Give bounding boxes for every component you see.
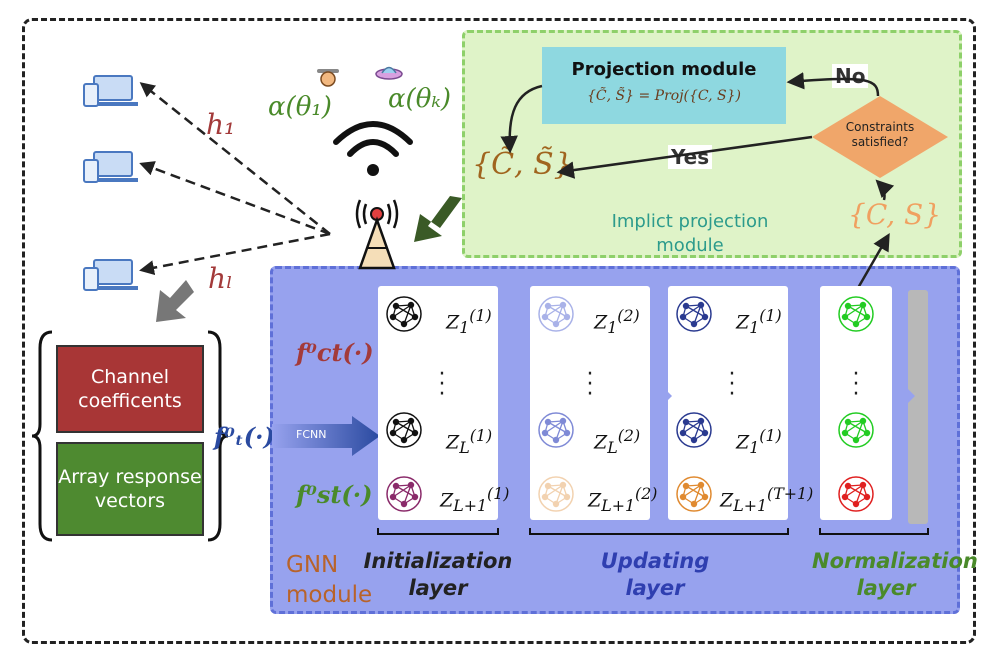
vertical-dots: ··· xyxy=(586,362,594,407)
alpha-theta1-label: α(θ₁) xyxy=(268,92,332,122)
z-label: ZL+1(2) xyxy=(588,484,658,516)
hl-label: hₗ xyxy=(208,262,233,295)
projected-set: {C̃, S̃} xyxy=(472,147,573,182)
vertical-dots: ··· xyxy=(852,362,860,407)
z-label: Z1(1) xyxy=(736,306,782,338)
outer-frame xyxy=(22,18,976,644)
z-label: Z1(2) xyxy=(594,306,640,338)
wifi-icon xyxy=(333,121,413,176)
channel-coefficients-box: Channel coefficents xyxy=(56,345,204,433)
input-brace xyxy=(31,330,229,542)
antenna-icon xyxy=(355,199,399,270)
fct-label: f⁰ct(·) xyxy=(296,338,374,367)
input-set: {C, S} xyxy=(848,198,942,231)
projection-formula: {C̃, S̃} = Proj({C, S}) xyxy=(587,88,741,104)
z-label: ZL(2) xyxy=(594,426,641,458)
projection-module-box: Projection module {C̃, S̃} = Proj({C, S}… xyxy=(542,47,786,124)
output-bar xyxy=(908,290,928,524)
init-layer-label: Initialization layer xyxy=(363,549,513,600)
yes-label: Yes xyxy=(668,145,713,169)
device-icon xyxy=(83,151,138,183)
z-label: ZL+1(T+1) xyxy=(720,484,814,516)
uav-icon xyxy=(317,69,339,87)
norm-layer-label: Normalization layer xyxy=(812,549,978,600)
update-layer-label: Updating layer xyxy=(600,549,710,600)
vertical-dots: ··· xyxy=(728,362,736,407)
h1-label: h₁ xyxy=(206,108,236,141)
init-layer-card xyxy=(378,286,498,520)
fcnn-label: FCNN xyxy=(296,428,327,441)
ft-label: f⁰ₜ(·) xyxy=(214,422,275,451)
update-layer-card-1 xyxy=(530,286,650,520)
alpha-thetak-label: α(θₖ) xyxy=(388,84,451,114)
device-icon xyxy=(83,259,138,291)
constraints-decision-diamond xyxy=(812,96,948,178)
update-layer-card-2 xyxy=(668,286,788,520)
z-label: ZL(1) xyxy=(446,426,493,458)
no-label: No xyxy=(832,64,869,88)
ufo-icon xyxy=(375,66,403,80)
gnn-module-label: GNN module xyxy=(286,552,373,608)
projection-module-title: Projection module xyxy=(571,59,757,80)
vertical-dots: ··· xyxy=(438,362,446,407)
z-label: Z1(1) xyxy=(736,426,782,458)
fst-label: f⁰st(·) xyxy=(296,480,373,509)
array-response-box: Array response vectors xyxy=(56,442,204,536)
fcnn-arrow xyxy=(272,416,380,456)
device-icon xyxy=(83,75,138,107)
implicit-projection-label: Implict projection module xyxy=(611,211,769,256)
z-label: ZL+1(1) xyxy=(440,484,510,516)
z-label: Z1(1) xyxy=(446,306,492,338)
constraints-label: Constraints satisfied? xyxy=(845,120,915,149)
